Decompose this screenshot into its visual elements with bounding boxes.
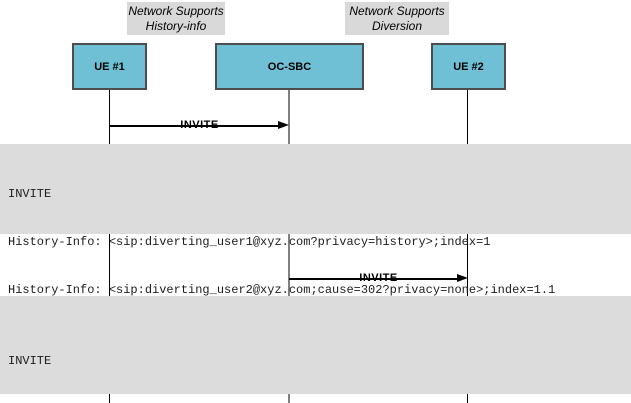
lifeline-oc-sbc: [288, 90, 290, 144]
note-network-supports-history-info: Network Supports History-info: [127, 2, 225, 35]
note-network-supports-diversion: Network Supports Diversion: [345, 2, 449, 35]
actor-label: UE #2: [453, 60, 484, 73]
note-line: Network Supports: [349, 3, 445, 18]
lifeline-ue1: [109, 394, 110, 403]
lifeline-ue2: [467, 234, 468, 296]
lifeline-oc-sbc: [288, 234, 290, 296]
lifeline-ue1: [109, 234, 110, 296]
note-line: Diversion: [371, 18, 422, 33]
sip-message-panel-diversion: INVITE Diversion: <sip:diverting_user2@x…: [0, 296, 631, 403]
arrowhead-right-icon: [278, 121, 289, 129]
lifeline-ue2: [467, 90, 468, 144]
lifeline-oc-sbc: [288, 394, 290, 403]
sip-message-panel-history-info: INVITE History-Info: <sip:diverting_user…: [0, 144, 631, 345]
message-label: INVITE: [359, 272, 398, 284]
note-line: History-info: [145, 18, 207, 33]
sip-line: INVITE: [8, 354, 52, 368]
sip-line: History-Info: <sip:diverting_user1@xyz.c…: [8, 235, 491, 249]
actor-ue1: UE #1: [72, 43, 147, 90]
actor-label: UE #1: [94, 60, 125, 73]
actor-oc-sbc: OC-SBC: [215, 43, 364, 90]
lifeline-ue1: [109, 90, 110, 144]
actor-label: OC-SBC: [267, 60, 312, 73]
lifeline-ue2: [467, 394, 468, 403]
arrow-shaft: [110, 125, 281, 127]
sip-line: INVITE: [8, 187, 52, 201]
note-line: Network Supports: [128, 3, 224, 18]
message-label: INVITE: [180, 119, 219, 131]
actor-ue2: UE #2: [431, 43, 506, 90]
arrow-shaft: [289, 278, 460, 280]
arrowhead-right-icon: [457, 274, 468, 282]
sip-line: History-Info: <sip:diverting_user2@xyz.c…: [8, 283, 556, 297]
